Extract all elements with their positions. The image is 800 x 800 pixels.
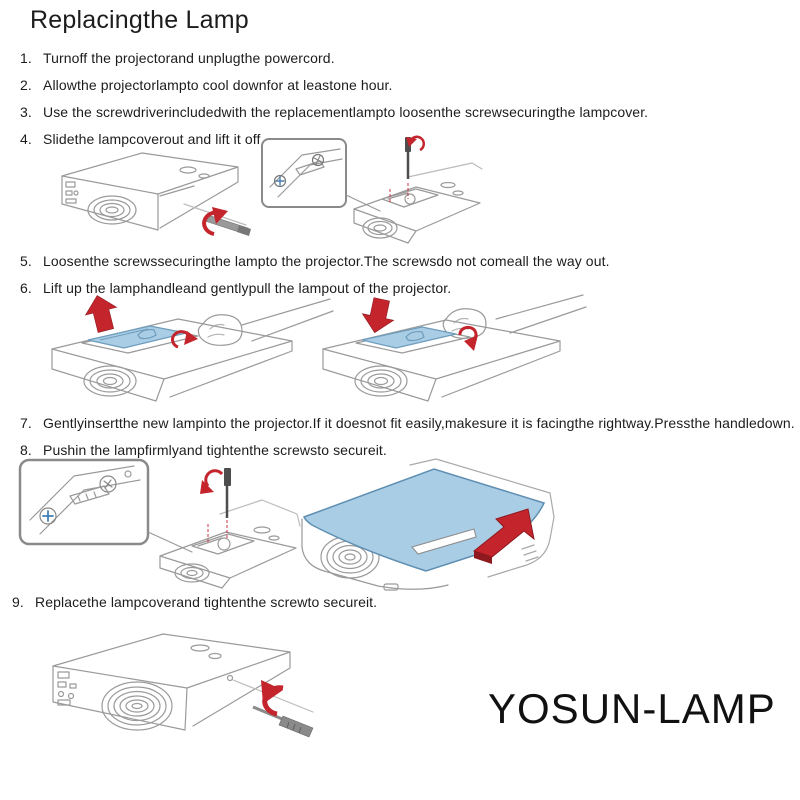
projector-side bbox=[159, 166, 239, 229]
step-number: 6. bbox=[20, 280, 32, 296]
illustration-replace-cover bbox=[288, 453, 566, 595]
red-3d-arrow-icon bbox=[472, 508, 535, 564]
inset-lamp-detail bbox=[29, 465, 141, 535]
connector-panel bbox=[65, 181, 79, 204]
step-2: 2. Allowthe projectorlampto cool downfor… bbox=[20, 77, 392, 94]
inset-leader-line bbox=[147, 531, 193, 553]
lamp-compartment bbox=[191, 533, 255, 555]
projector-front bbox=[51, 348, 165, 402]
step-number: 9. bbox=[12, 594, 24, 610]
inset-leader-line bbox=[345, 194, 381, 212]
step-number: 2. bbox=[20, 77, 32, 93]
step-text: Use the screwdriverincludedwith the repl… bbox=[43, 104, 649, 120]
step-text: Loosenthe screwssecuringthe lampto the p… bbox=[43, 253, 610, 269]
step-number: 4. bbox=[20, 131, 32, 147]
red-curved-arrow-icon bbox=[171, 330, 198, 349]
grille bbox=[87, 195, 137, 225]
step-number: 5. bbox=[20, 253, 32, 269]
page-title: Replacingthe Lamp bbox=[30, 6, 249, 34]
projector-top bbox=[159, 531, 297, 579]
projector-top bbox=[52, 633, 291, 689]
projector-front bbox=[322, 348, 437, 402]
step-text: Slidethe lampcoverout and lift it off. bbox=[43, 131, 265, 147]
step-text: Replacethe lampcoverand tightenthe screw… bbox=[35, 594, 378, 610]
step-number: 7. bbox=[20, 415, 32, 431]
step-text: Pushin the lampfirmlyand tightenthe scre… bbox=[43, 442, 387, 458]
step-text: Gentlyinsertthe new lampinto the project… bbox=[43, 415, 795, 431]
projector-front bbox=[159, 555, 231, 589]
step-8: 8. Pushin the lampfirmlyand tightenthe s… bbox=[20, 442, 387, 459]
step-7: 7. Gentlyinsertthe new lampinto the proj… bbox=[20, 415, 795, 432]
inset-box bbox=[261, 138, 347, 208]
inset-box bbox=[18, 458, 150, 546]
step-number: 3. bbox=[20, 104, 32, 120]
step-3: 3. Use the screwdriverincludedwith the r… bbox=[20, 104, 648, 121]
lamp-compartment bbox=[381, 188, 439, 208]
red-guide-line bbox=[389, 183, 409, 203]
red-curved-arrow-icon bbox=[202, 207, 228, 236]
projector-side bbox=[441, 340, 561, 398]
projector-side bbox=[192, 651, 291, 727]
step-number: 8. bbox=[20, 442, 32, 458]
red-guide-line bbox=[207, 520, 228, 542]
projector-top bbox=[51, 318, 293, 380]
projector-front bbox=[52, 665, 188, 731]
brand-text: YOSUN-LAMP bbox=[488, 685, 776, 732]
projector-top bbox=[322, 319, 561, 380]
grille bbox=[101, 681, 173, 731]
illustration-tighten-screws bbox=[12, 454, 302, 596]
projector-top bbox=[61, 152, 239, 195]
illustration-push-lamp bbox=[278, 293, 588, 411]
step-number: 1. bbox=[20, 50, 32, 66]
red-rotate-arrow-icon bbox=[406, 135, 425, 152]
projector-top bbox=[353, 186, 481, 232]
step-text: Allowthe projectorlampto cool downfor at… bbox=[43, 77, 393, 93]
illustration-lift-lamp bbox=[30, 295, 335, 413]
grille bbox=[83, 365, 137, 397]
screwdriver-icon bbox=[252, 705, 314, 738]
arm bbox=[495, 294, 587, 334]
red-down-arrow-icon bbox=[361, 297, 395, 334]
red-up-arrow-icon bbox=[84, 295, 118, 333]
step-6: 6. Lift up the lamphandleand gentlypull … bbox=[20, 280, 451, 297]
inset-lamp-detail bbox=[269, 148, 343, 198]
lamp-blue bbox=[361, 326, 457, 349]
screwdriver-icon bbox=[224, 468, 231, 518]
projector-front bbox=[353, 208, 417, 244]
hand bbox=[197, 314, 243, 346]
red-curved-arrow-icon bbox=[261, 680, 284, 717]
step-1: 1. Turnoff the projectorand unplugthe po… bbox=[20, 50, 335, 67]
step-text: Turnoff the projectorand unplugthe power… bbox=[43, 50, 335, 66]
grille bbox=[354, 365, 408, 397]
red-rotate-arrow-icon bbox=[200, 469, 224, 494]
grille bbox=[362, 217, 398, 239]
white-slide-arrow-icon bbox=[411, 528, 477, 555]
red-curved-arrow-icon bbox=[458, 325, 478, 351]
illustration-slide-cover bbox=[42, 140, 252, 248]
illustration-tighten-cover-screw bbox=[25, 614, 325, 764]
projector-side bbox=[169, 340, 293, 398]
step-text: Lift up the lamphandleand gentlypull the… bbox=[43, 280, 452, 296]
grille bbox=[174, 563, 210, 583]
step-5: 5. Loosenthe screwssecuringthe lampto th… bbox=[20, 253, 610, 270]
step-4: 4. Slidethe lampcoverout and lift it off… bbox=[20, 131, 264, 148]
illustration-loosen-screws-top bbox=[258, 133, 483, 249]
connector-panel bbox=[57, 671, 77, 706]
step-9: 9. Replacethe lampcoverand tightenthe sc… bbox=[12, 594, 377, 611]
